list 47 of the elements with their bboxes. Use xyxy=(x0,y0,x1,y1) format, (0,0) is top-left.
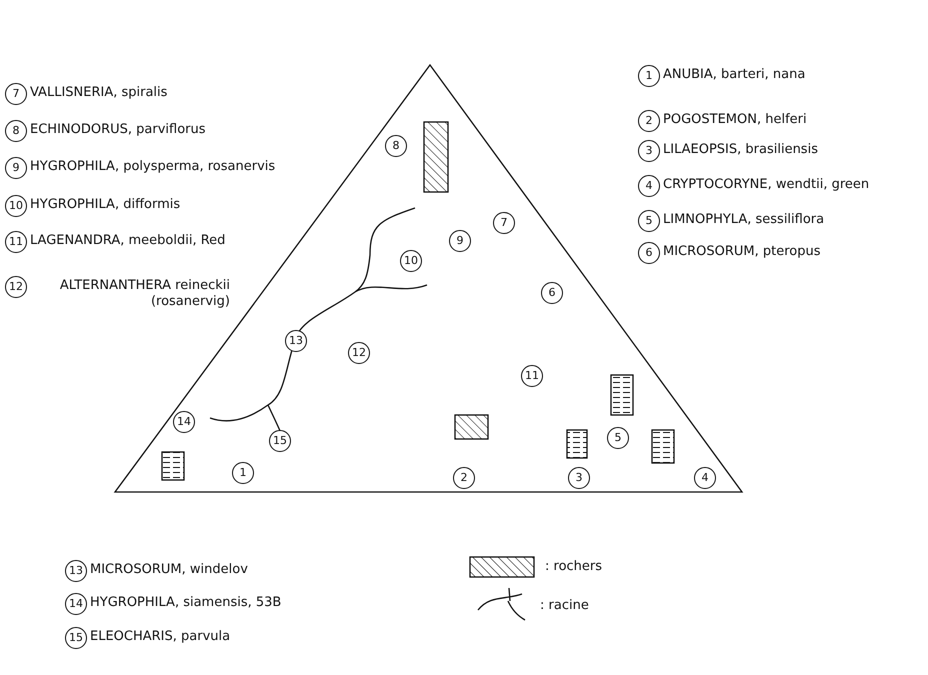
callout-number: 12 xyxy=(5,276,27,298)
callout-number: 11 xyxy=(521,365,543,387)
plant-name: VALLISNERIA, spiralis xyxy=(30,85,168,101)
callout-number: 7 xyxy=(493,212,515,234)
plant-name: MICROSORUM, windelov xyxy=(90,562,248,578)
callout-number: 11 xyxy=(5,231,27,253)
callout-number: 9 xyxy=(5,157,27,179)
callout-number: 8 xyxy=(5,120,27,142)
callout-number: 7 xyxy=(5,83,27,105)
callout-number: 6 xyxy=(541,282,563,304)
callout-number: 10 xyxy=(400,250,422,272)
callout-number: 6 xyxy=(638,242,660,264)
callout-number: 2 xyxy=(638,110,660,132)
plant-name: HYGROPHILA, siamensis, 53B xyxy=(90,595,282,611)
callout-number: 2 xyxy=(453,467,475,489)
plant-name: ALTERNANTHERA reineckii (rosanervig) xyxy=(58,278,230,310)
plant-name: ELEOCHARIS, parvula xyxy=(90,629,230,645)
callout-number: 8 xyxy=(385,135,407,157)
callout-number: 1 xyxy=(638,65,660,87)
plant-name: POGOSTEMON, helferi xyxy=(663,112,807,128)
plant-name: LIMNOPHYLA, sessiliflora xyxy=(663,212,824,228)
legend-label: : racine xyxy=(540,598,589,614)
plant-name: HYGROPHILA, polysperma, rosanervis xyxy=(30,159,276,175)
plant-name: CRYPTOCORYNE, wendtii, green xyxy=(663,177,870,193)
callout-number: 13 xyxy=(65,560,87,582)
plant-name: HYGROPHILA, difformis xyxy=(30,197,180,213)
callout-number: 1 xyxy=(232,462,254,484)
callout-number: 14 xyxy=(173,411,195,433)
callout-number: 5 xyxy=(638,210,660,232)
legend-label: : rochers xyxy=(545,559,602,575)
plant-name: LILAEOPSIS, brasiliensis xyxy=(663,142,818,158)
callout-number: 10 xyxy=(5,195,27,217)
callout-number: 15 xyxy=(65,627,87,649)
callout-number: 5 xyxy=(607,427,629,449)
plant-name: ANUBIA, barteri, nana xyxy=(663,67,806,83)
callout-number: 3 xyxy=(638,140,660,162)
callout-number: 14 xyxy=(65,593,87,615)
plant-name: LAGENANDRA, meeboldii, Red xyxy=(30,233,226,249)
callout-number: 4 xyxy=(638,175,660,197)
callout-number: 12 xyxy=(348,342,370,364)
plant-name: ECHINODORUS, parviflorus xyxy=(30,122,206,138)
callout-number: 15 xyxy=(269,430,291,452)
callout-number: 4 xyxy=(694,467,716,489)
callout-number: 9 xyxy=(449,230,471,252)
callout-number: 13 xyxy=(285,330,307,352)
callout-number: 3 xyxy=(568,467,590,489)
plant-name: MICROSORUM, pteropus xyxy=(663,244,821,260)
